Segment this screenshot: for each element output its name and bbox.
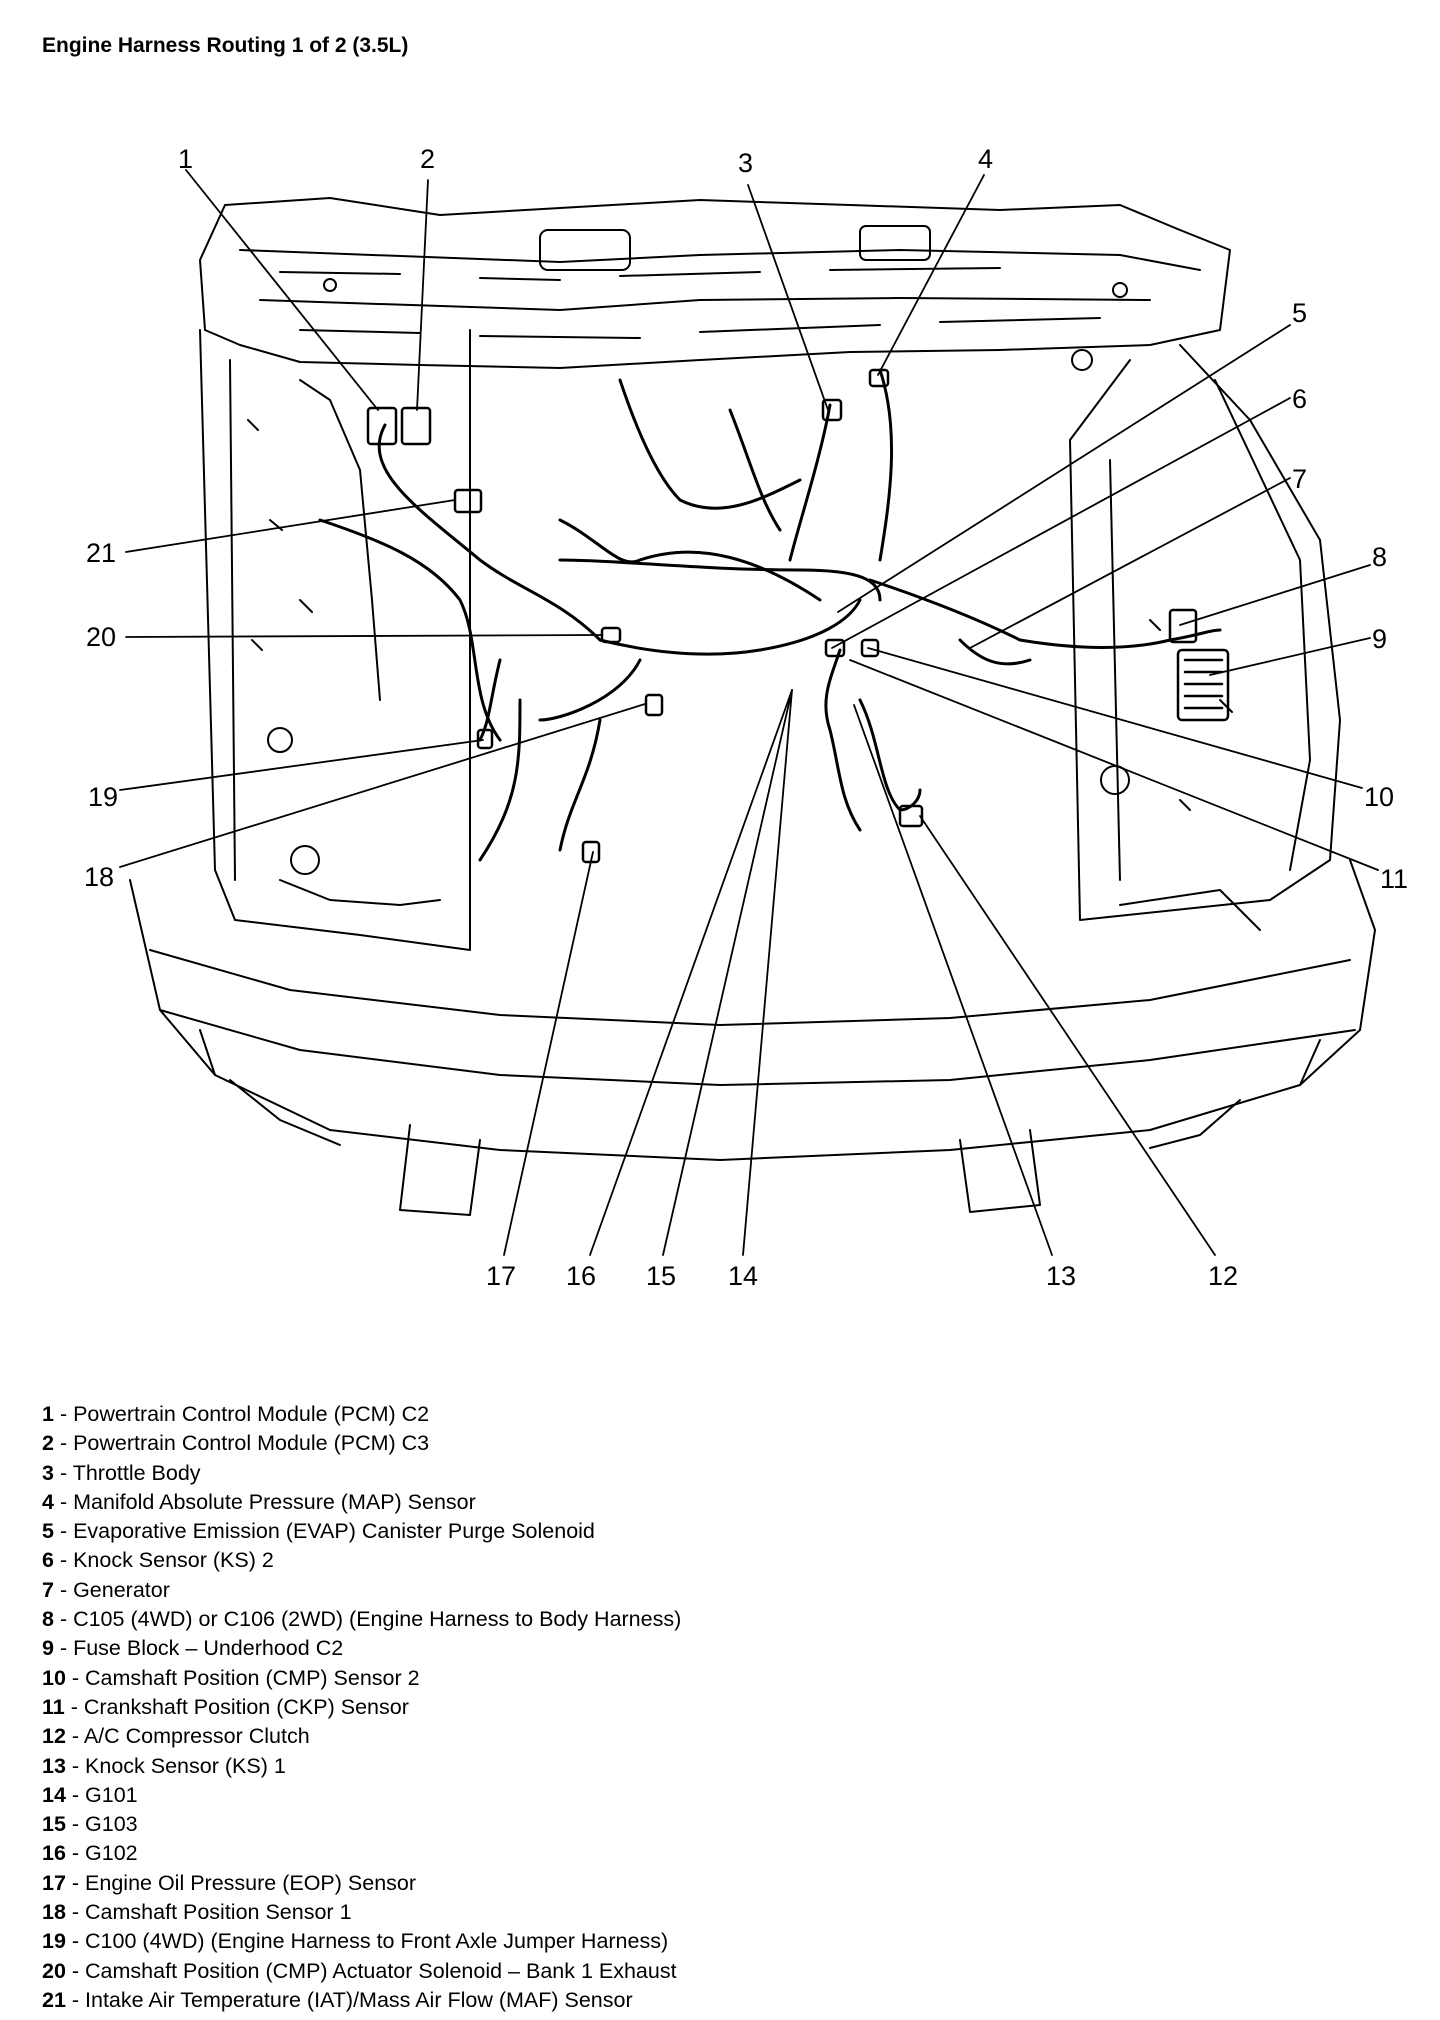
legend-label: Camshaft Position (CMP) Actuator Solenoi… <box>85 1958 677 1983</box>
legend-item: 5 - Evaporative Emission (EVAP) Canister… <box>42 1519 595 1544</box>
legend-item: 12 - A/C Compressor Clutch <box>42 1724 310 1749</box>
legend-item: 16 - G102 <box>42 1841 138 1866</box>
legend-label: Camshaft Position (CMP) Sensor 2 <box>85 1665 420 1690</box>
legend-item: 21 - Intake Air Temperature (IAT)/Mass A… <box>42 1987 633 2012</box>
legend-item: 19 - C100 (4WD) (Engine Harness to Front… <box>42 1929 669 1954</box>
legend-item: 4 - Manifold Absolute Pressure (MAP) Sen… <box>42 1489 476 1514</box>
callout-13: 13 <box>1046 1261 1076 1291</box>
legend-label: Fuse Block – Underhood C2 <box>73 1636 344 1661</box>
legend-label: C105 (4WD) or C106 (2WD) (Engine Harness… <box>73 1607 682 1632</box>
legend-label: G102 <box>85 1841 138 1866</box>
front-bumper <box>129 859 1376 1216</box>
callout-17: 17 <box>486 1261 516 1291</box>
right-fender <box>1069 344 1341 931</box>
legend-label: Manifold Absolute Pressure (MAP) Sensor <box>73 1489 476 1514</box>
callout-3: 3 <box>738 148 753 178</box>
callout-19: 19 <box>88 782 118 812</box>
legend-item: 9 - Fuse Block – Underhood C2 <box>42 1636 344 1661</box>
legend-label: Generator <box>73 1577 170 1602</box>
legend-number: 12 <box>42 1724 66 1749</box>
legend: 1 - Powertrain Control Module (PCM) C2 2… <box>42 1400 1342 2015</box>
legend-label: Evaporative Emission (EVAP) Canister Pur… <box>73 1519 595 1544</box>
legend-item: 10 - Camshaft Position (CMP) Sensor 2 <box>42 1665 420 1690</box>
legend-number: 11 <box>42 1694 65 1719</box>
legend-item: 17 - Engine Oil Pressure (EOP) Sensor <box>42 1870 417 1895</box>
callout-12: 12 <box>1208 1261 1238 1291</box>
legend-label: A/C Compressor Clutch <box>83 1724 310 1749</box>
legend-label: Powertrain Control Module (PCM) C3 <box>73 1431 430 1456</box>
callout-11: 11 <box>1380 864 1408 894</box>
legend-number: 14 <box>42 1782 66 1807</box>
legend-number: 9 <box>42 1636 54 1661</box>
callout-2: 2 <box>420 144 435 174</box>
legend-number: 1 <box>42 1402 54 1426</box>
legend-item: 14 - G101 <box>42 1782 138 1807</box>
legend-item: 1 - Powertrain Control Module (PCM) C2 <box>42 1402 430 1426</box>
legend-number: 19 <box>42 1929 66 1954</box>
page-title: Engine Harness Routing 1 of 2 (3.5L) <box>42 34 409 57</box>
legend-item: 11 - Crankshaft Position (CKP) Sensor <box>42 1694 409 1719</box>
left-fender <box>199 329 471 951</box>
legend-label: Crankshaft Position (CKP) Sensor <box>83 1694 409 1719</box>
callout-16: 16 <box>566 1261 596 1291</box>
callout-numbers: 1 2 3 4 5 6 7 8 9 10 11 12 13 14 15 16 1… <box>84 144 1408 1291</box>
legend-label: Knock Sensor (KS) 1 <box>85 1753 286 1778</box>
legend-label: Camshaft Position Sensor 1 <box>85 1900 352 1925</box>
legend-label: Powertrain Control Module (PCM) C2 <box>73 1402 430 1426</box>
legend-number: 17 <box>42 1870 66 1895</box>
legend-item: 2 - Powertrain Control Module (PCM) C3 <box>42 1431 430 1456</box>
callout-5: 5 <box>1292 298 1307 328</box>
legend-label: C100 (4WD) (Engine Harness to Front Axle… <box>85 1929 669 1954</box>
legend-number: 7 <box>42 1577 54 1602</box>
legend-number: 10 <box>42 1665 66 1690</box>
legend-number: 13 <box>42 1753 66 1778</box>
legend-number: 3 <box>42 1460 54 1485</box>
legend-item: 3 - Throttle Body <box>42 1460 201 1485</box>
legend-number: 20 <box>42 1958 66 1983</box>
legend-item: 15 - G103 <box>42 1812 138 1837</box>
callout-21: 21 <box>86 538 116 568</box>
callout-10: 10 <box>1364 782 1394 812</box>
legend-item: 20 - Camshaft Position (CMP) Actuator So… <box>42 1958 677 1983</box>
legend-number: 5 <box>42 1519 54 1544</box>
legend-item: 7 - Generator <box>42 1577 170 1602</box>
callout-20: 20 <box>86 622 116 652</box>
legend-number: 16 <box>42 1841 66 1866</box>
legend-label: G101 <box>85 1782 138 1807</box>
callout-15: 15 <box>646 1261 676 1291</box>
legend-label: Engine Oil Pressure (EOP) Sensor <box>85 1870 417 1895</box>
callout-leaders <box>119 169 1379 1256</box>
legend-label: G103 <box>85 1812 138 1837</box>
engine-harness <box>318 368 1222 862</box>
legend-number: 8 <box>42 1607 54 1632</box>
callout-4: 4 <box>978 144 993 174</box>
callout-9: 9 <box>1372 624 1387 654</box>
legend-number: 18 <box>42 1900 66 1925</box>
legend-number: 2 <box>42 1431 54 1456</box>
legend-label: Knock Sensor (KS) 2 <box>73 1548 274 1573</box>
legend-item: 6 - Knock Sensor (KS) 2 <box>42 1548 274 1573</box>
legend-number: 6 <box>42 1548 54 1573</box>
legend-number: 15 <box>42 1812 66 1837</box>
callout-18: 18 <box>84 862 114 892</box>
legend-item: 18 - Camshaft Position Sensor 1 <box>42 1900 352 1925</box>
legend-number: 21 <box>42 1987 66 2012</box>
legend-label: Throttle Body <box>72 1460 201 1485</box>
legend-number: 4 <box>42 1489 54 1514</box>
callout-8: 8 <box>1372 542 1387 572</box>
legend-item: 13 - Knock Sensor (KS) 1 <box>42 1753 286 1778</box>
engine-harness-diagram: 1 2 3 4 5 6 7 8 9 10 11 12 13 14 15 16 1… <box>84 144 1408 1291</box>
legend-label: Intake Air Temperature (IAT)/Mass Air Fl… <box>85 1987 633 2012</box>
callout-14: 14 <box>728 1261 758 1291</box>
legend-item: 8 - C105 (4WD) or C106 (2WD) (Engine Har… <box>42 1607 682 1632</box>
callout-7: 7 <box>1292 464 1307 494</box>
callout-1: 1 <box>178 144 193 174</box>
connectors <box>366 368 1230 864</box>
radiator-support <box>199 197 1231 371</box>
callout-6: 6 <box>1292 384 1307 414</box>
